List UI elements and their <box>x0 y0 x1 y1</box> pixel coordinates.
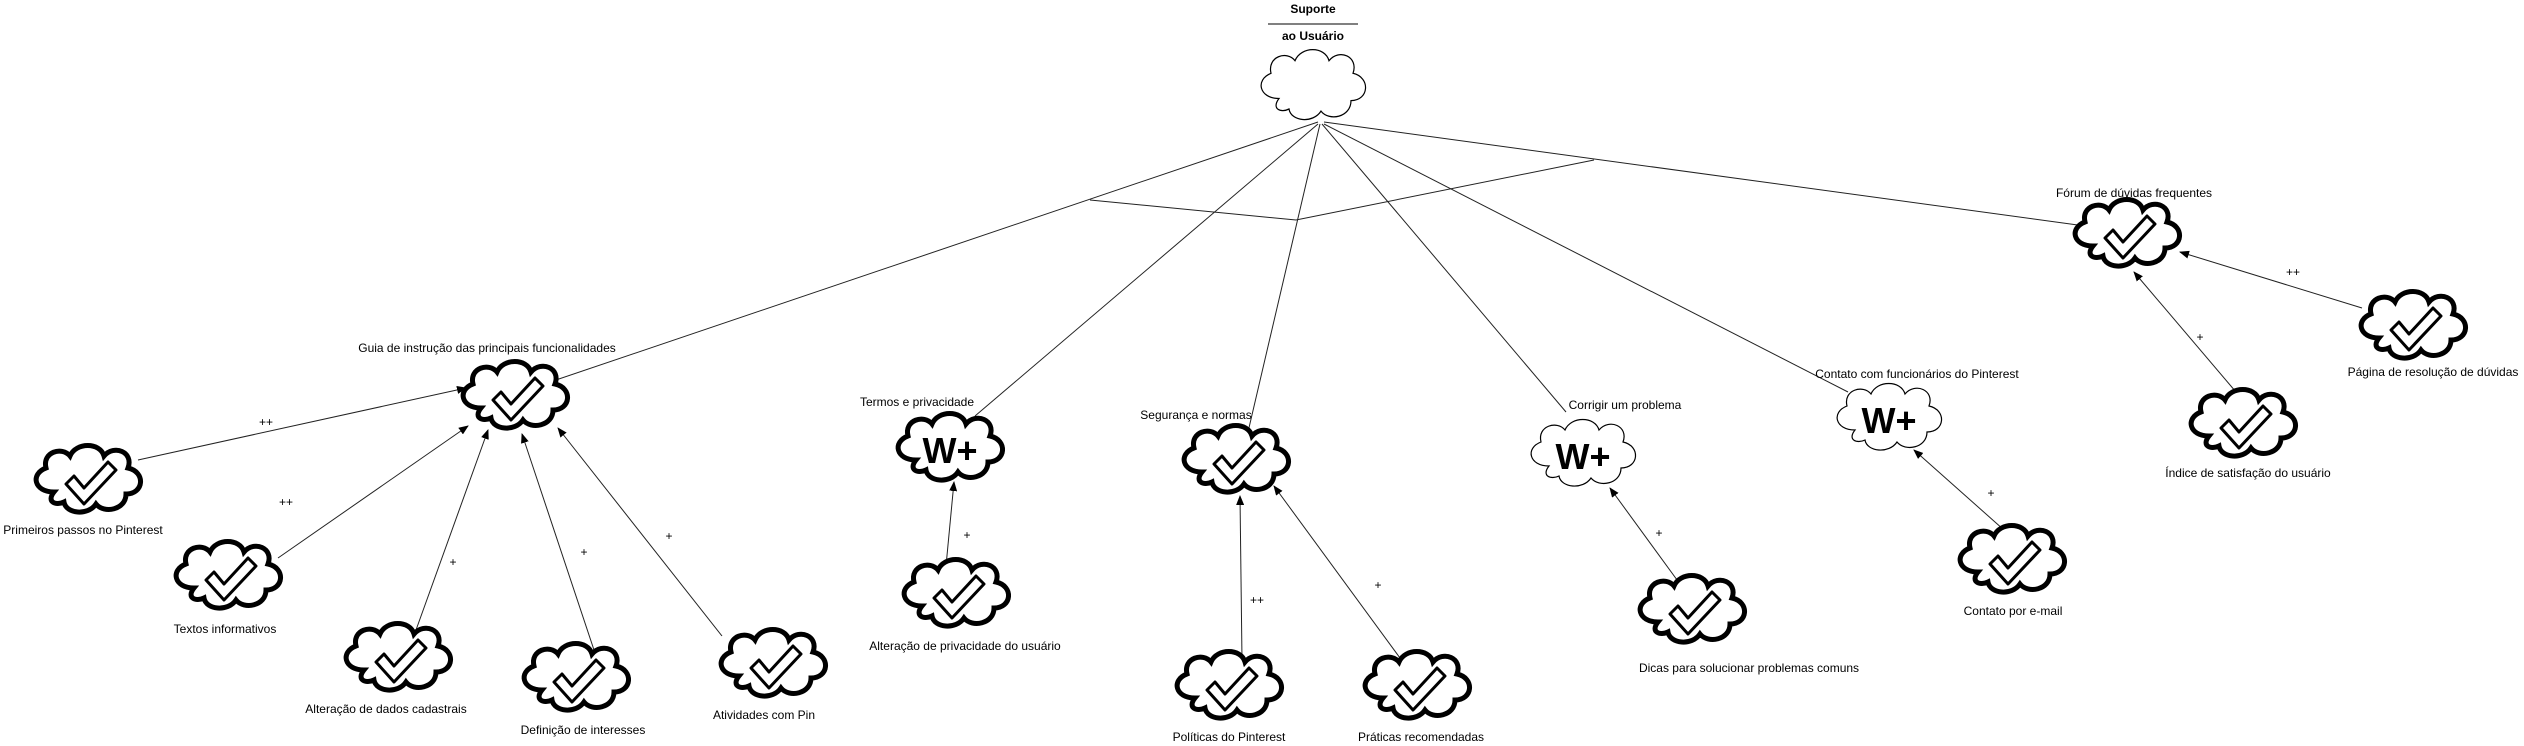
edge-root-guia <box>549 121 1319 383</box>
node-label-contato-func: Contato com funcionários do Pinterest <box>1815 367 2019 381</box>
node-label-dicas: Dicas para solucionar problemas comuns <box>1639 661 1859 675</box>
edge-contato-email-contato-func <box>1913 449 2005 531</box>
contribution-label: + <box>449 555 456 569</box>
softgoal-primeiros[interactable] <box>36 446 140 513</box>
node-label-guia: Guia de instrução das principais funcion… <box>358 341 616 355</box>
edge-praticas-seguranca <box>1273 485 1401 659</box>
softgoal-seguranca[interactable] <box>1184 426 1288 493</box>
softgoal-atividades[interactable] <box>721 630 825 697</box>
softgoal-interesses[interactable] <box>524 644 628 711</box>
node-label-forum: Fórum de dúvidas frequentes <box>2056 186 2212 200</box>
wplus-icon: W+ <box>1861 400 1916 441</box>
contribution-label: + <box>1374 578 1381 592</box>
softgoal-guia[interactable] <box>463 362 567 429</box>
node-label-contato-email: Contato por e-mail <box>1964 604 2063 618</box>
contribution-label: ++ <box>1250 593 1264 607</box>
node-label-corrigir: Corrigir um problema <box>1569 398 1682 412</box>
node-labels: Fórum de dúvidas frequentes Guia de inst… <box>3 186 2518 744</box>
node-label-praticas: Práticas recomendadas <box>1358 730 1484 744</box>
edge-alteracao-dados-guia <box>415 429 489 631</box>
node-label-alteracao-priv: Alteração de privacidade do usuário <box>869 639 1061 653</box>
node-label-termos: Termos e privacidade <box>860 395 974 409</box>
edge-root-forum <box>1323 121 2086 227</box>
softgoal-indice[interactable] <box>2191 390 2295 457</box>
contribution-edges <box>137 250 2363 661</box>
node-label-indice: Índice de satisfação do usuário <box>2165 465 2331 480</box>
wplus-icon: W+ <box>1555 436 1610 477</box>
softgoal-textos[interactable] <box>176 542 280 609</box>
contribution-labels: ++ ++ + + + + ++ + + + + ++ <box>259 265 2300 607</box>
edge-pagina-forum <box>2179 250 2363 309</box>
wplus-icon: W+ <box>922 430 977 471</box>
softgoal-alteracao-priv[interactable] <box>904 560 1008 627</box>
edge-indice-forum <box>2133 271 2237 393</box>
edge-primeiros-guia <box>137 386 467 461</box>
contribution-label: ++ <box>279 495 293 509</box>
edge-root-termos <box>974 123 1319 417</box>
softgoal-dicas[interactable] <box>1640 576 1744 643</box>
contribution-label: + <box>963 528 970 542</box>
softgoal-politicas[interactable] <box>1177 652 1281 719</box>
softgoal-praticas[interactable] <box>1365 652 1469 719</box>
node-label-atividades: Atividades com Pin <box>713 708 815 722</box>
contribution-label: + <box>1655 526 1662 540</box>
softgoal-forum[interactable] <box>2075 200 2179 267</box>
contribution-label: + <box>580 545 587 559</box>
node-label-seguranca: Segurança e normas <box>1140 408 1251 422</box>
node-label-textos: Textos informativos <box>174 622 277 636</box>
softgoal-contato-func[interactable]: W+ <box>1836 382 1943 451</box>
edge-root-contato-func <box>1323 123 1849 393</box>
root-softgoal-cloud[interactable] <box>1260 49 1367 121</box>
node-label-pagina: Página de resolução de dúvidas <box>2348 365 2519 379</box>
contribution-label: ++ <box>259 415 273 429</box>
node-label-politicas: Políticas do Pinterest <box>1173 730 1286 744</box>
softgoal-pagina[interactable] <box>2361 292 2465 359</box>
edge-politicas-seguranca <box>1236 495 1245 661</box>
edge-atividades-guia <box>557 427 723 637</box>
softgoal-alteracao-dados[interactable] <box>346 624 450 691</box>
node-label-primeiros: Primeiros passos no Pinterest <box>3 523 163 537</box>
edge-interesses-guia <box>521 433 595 651</box>
contribution-label: + <box>1987 486 1994 500</box>
node-label-alteracao-dados: Alteração de dados cadastrais <box>305 702 466 716</box>
softgoal-termos[interactable]: W+ <box>898 414 1002 481</box>
edge-dicas-corrigir <box>1609 487 1681 585</box>
softgoal-corrigir[interactable]: W+ <box>1530 418 1637 487</box>
contribution-label: + <box>665 529 672 543</box>
node-label-interesses: Definição de interesses <box>521 723 646 737</box>
contribution-label: + <box>2196 330 2203 344</box>
softgoal-contato-email[interactable] <box>1960 526 2064 593</box>
edge-textos-guia <box>277 425 469 559</box>
contribution-label: ++ <box>2286 265 2300 279</box>
edge-root-seguranca <box>1247 123 1321 433</box>
root-title-line1: Suporte <box>1290 2 1336 16</box>
edge-root-corrigir <box>1321 123 1567 413</box>
root-title-line2: ao Usuário <box>1282 29 1344 43</box>
decomposition-edges <box>549 121 2086 433</box>
and-decomposition-bar <box>1089 159 1595 221</box>
edge-alteracao-priv-termos <box>945 481 958 567</box>
